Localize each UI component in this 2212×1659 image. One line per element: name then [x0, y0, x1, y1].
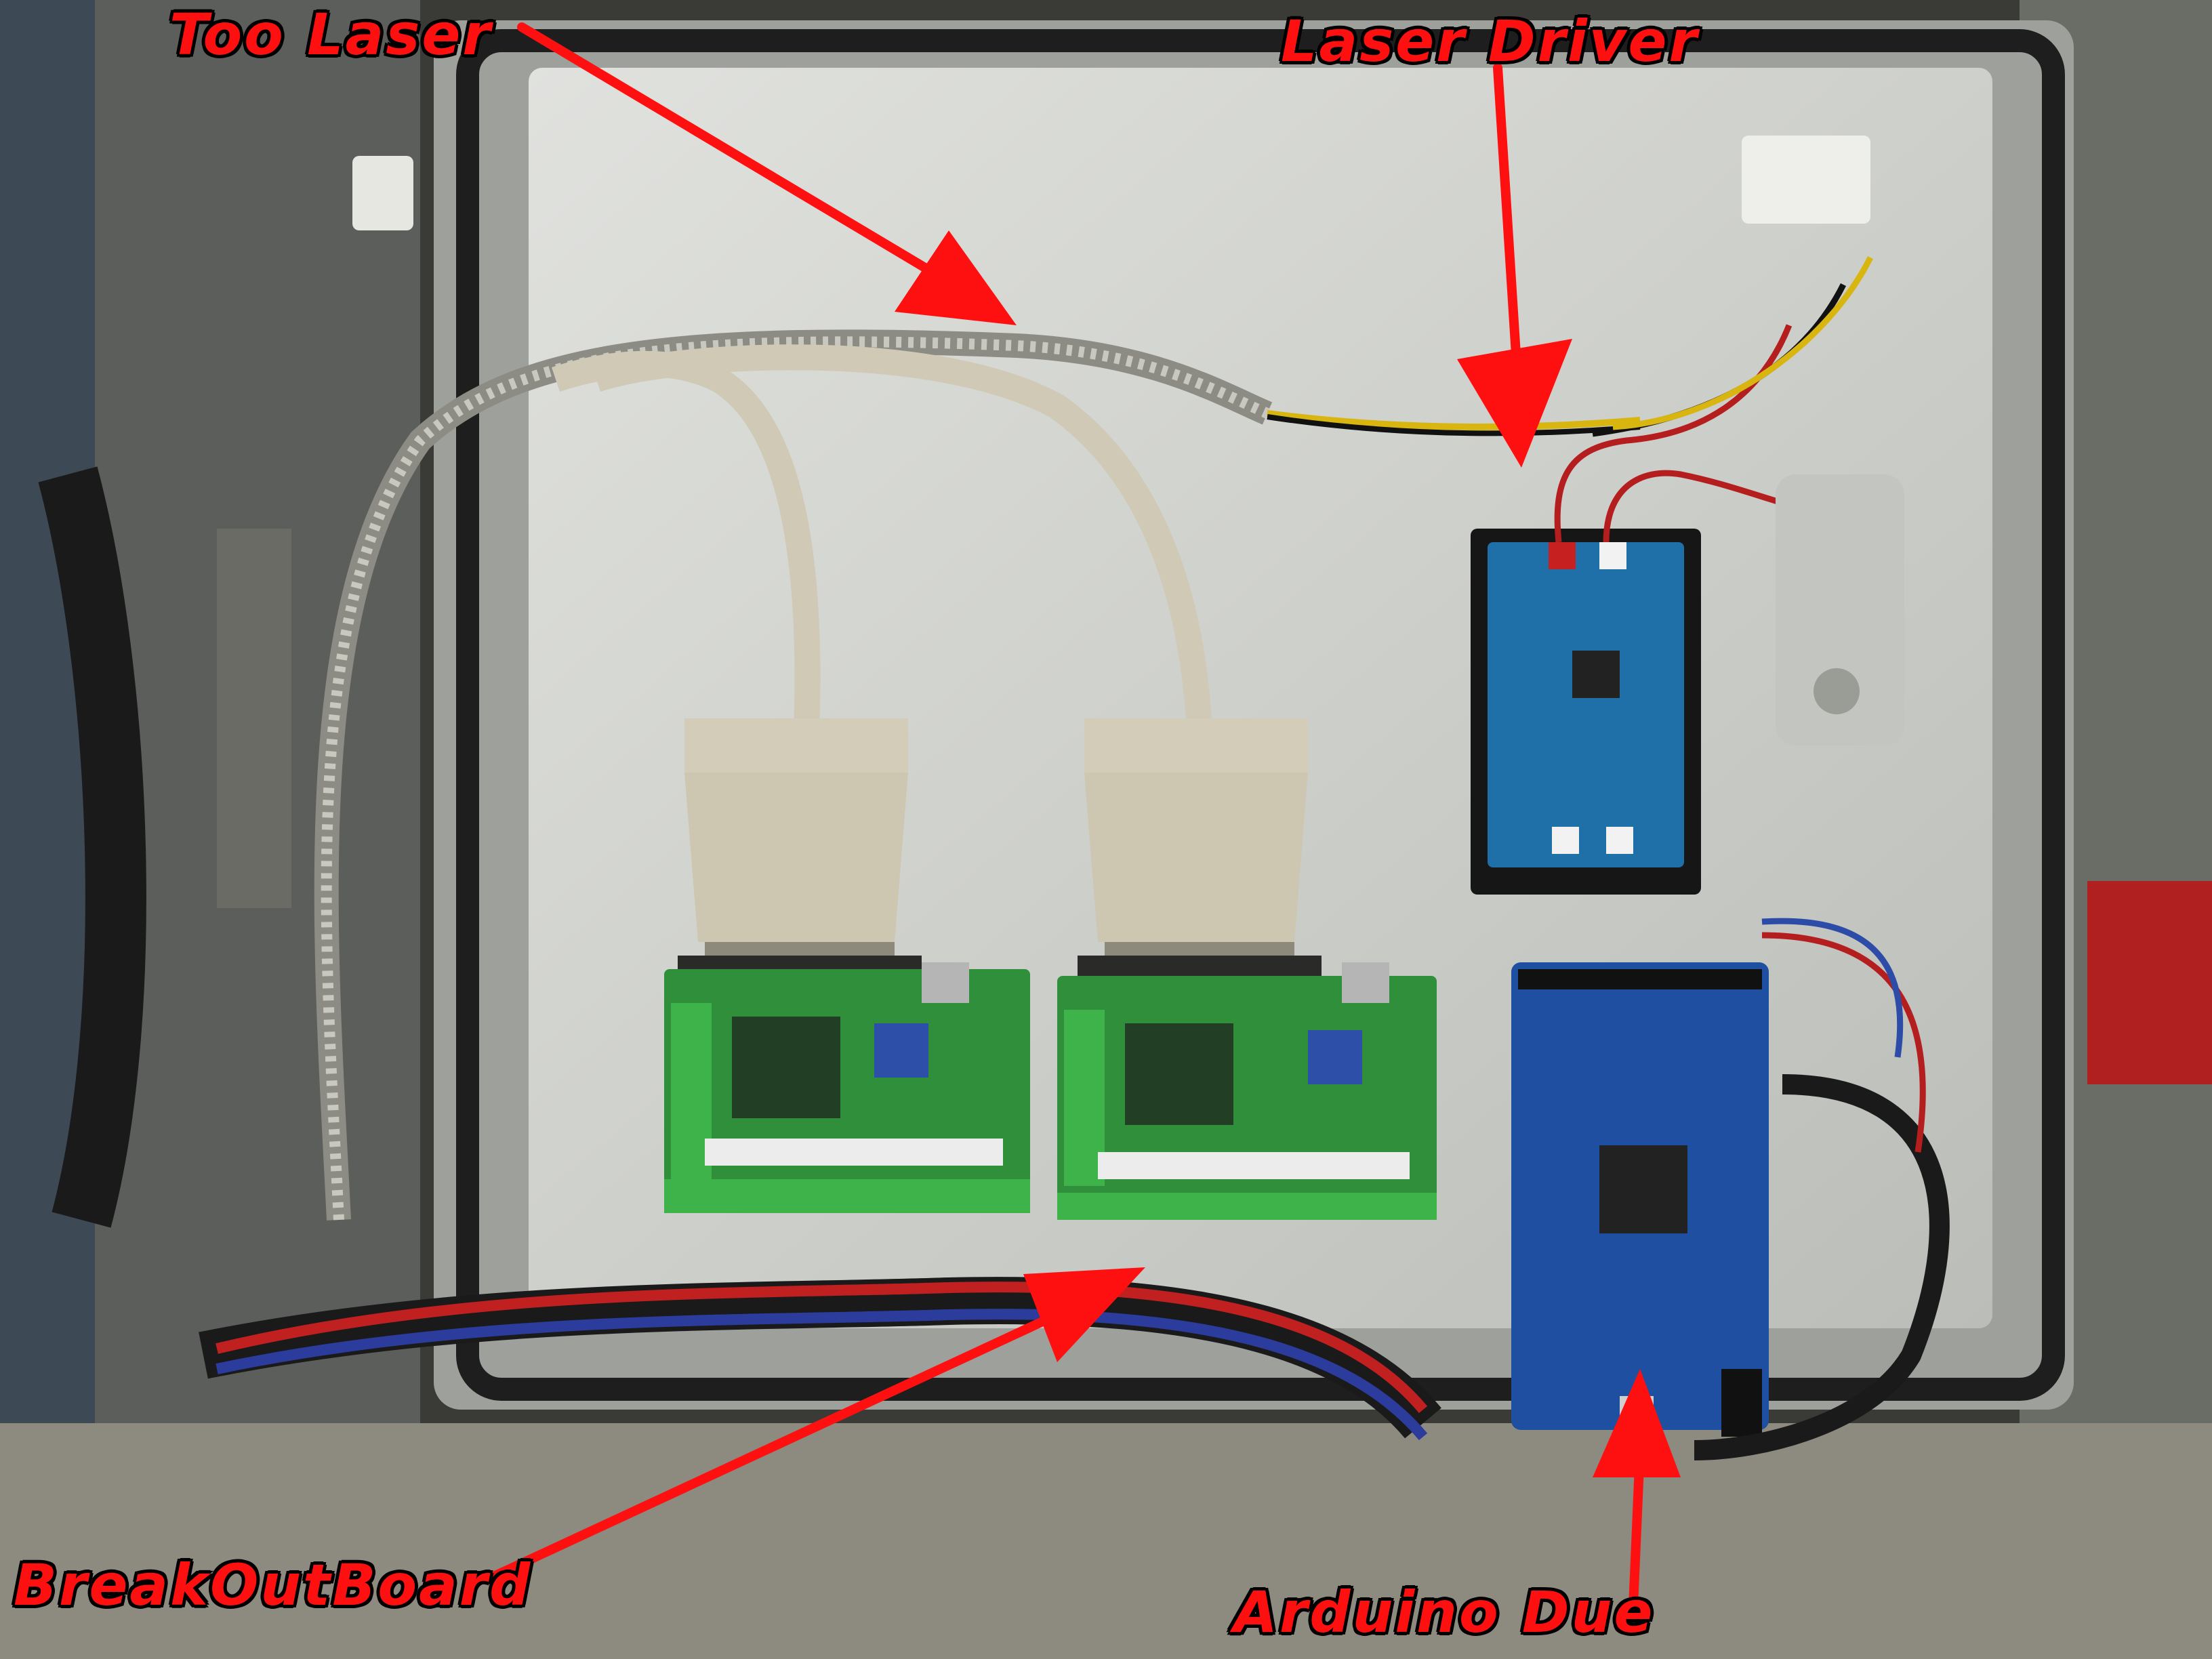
label-arduino-due: Arduino Due: [1233, 1579, 1655, 1645]
label-too-laser: Too Laser: [169, 1, 493, 68]
laser-driver-board: [1471, 529, 1701, 895]
hinge: [352, 156, 413, 230]
terminal-block: [1742, 136, 1870, 224]
breakout-board-1: [664, 962, 1030, 1213]
label-breakout-board: BreakOutBoard: [14, 1552, 533, 1618]
arrow-breakout-board: [483, 1310, 1062, 1584]
arduino-due-board: [1511, 962, 1769, 1437]
door-gasket: [456, 29, 2065, 1401]
wire-bundle: [38, 466, 1950, 1460]
arrow-too-laser: [517, 22, 947, 283]
db25-cable-2: [592, 344, 1212, 733]
breakout-board-2: [1057, 962, 1437, 1220]
floor-area: [0, 1423, 2212, 1659]
cable-clamp: [1776, 474, 1904, 745]
label-laser-driver: Laser Driver: [1281, 8, 1699, 75]
arrow-laser-driver: [1493, 63, 1523, 391]
